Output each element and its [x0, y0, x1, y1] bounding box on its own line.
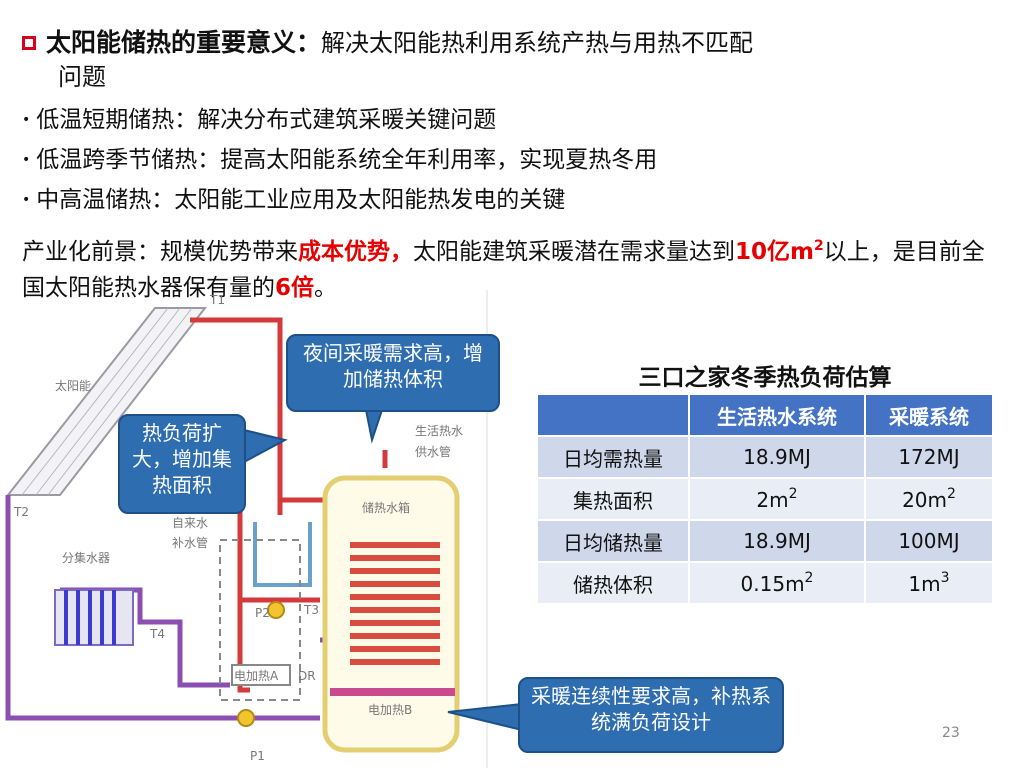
list-item: •低温跨季节储热：提高太阳能系统全年利用率，实现夏热冬用: [22, 147, 658, 173]
solar-heating-system-diagram: 太阳能 T1 T2 T3 T4 生活热水 供水管 储热水箱 自来水 补水管 分集…: [5, 290, 488, 768]
table-cell: 0.15m2: [688, 561, 866, 605]
label-t3: T3: [303, 603, 319, 617]
table-row: 储热体积 0.15m2 1m3: [536, 561, 994, 605]
label-p1: P1: [250, 749, 265, 763]
pump-p2-icon: [267, 601, 285, 619]
list-item: •低温短期储热：解决分布式建筑采暖关键问题: [22, 107, 497, 133]
highlight-demand-superscript: 2: [813, 238, 824, 254]
label-p2: P2: [255, 606, 270, 620]
dot-bullet-icon: •: [22, 192, 31, 208]
table-cell: 1m3: [864, 561, 994, 605]
control-unit-box: [219, 539, 301, 701]
label-tank: 储热水箱: [362, 500, 410, 515]
table-header-row: 生活热水系统 采暖系统: [536, 393, 994, 437]
heat-load-table: 生活热水系统 采暖系统 日均需热量 18.9MJ 172MJ 集热面积 2m2 …: [536, 393, 994, 605]
manifold: [54, 589, 134, 646]
industrialization-paragraph: 产业化前景：规模优势带来成本优势，太阳能建筑采暖潜在需求量达到10亿m2以上，是…: [22, 238, 985, 301]
label-t1: T1: [209, 293, 225, 307]
row-label: 储热体积: [536, 561, 690, 605]
table-header-cell: [536, 393, 690, 437]
label-heater-a: 电加热A: [234, 669, 279, 683]
label-t4: T4: [149, 627, 165, 641]
label-t2: T2: [13, 505, 29, 519]
row-label: 日均储热量: [536, 519, 690, 563]
dot-bullet-icon: •: [22, 152, 31, 168]
label-heater-b: 电加热B: [368, 703, 412, 717]
label-tap-water: 自来水: [172, 516, 208, 530]
table-title: 三口之家冬季热负荷估算: [638, 365, 892, 391]
tap-water-pipe: [253, 522, 312, 587]
table-header-cell: 采暖系统: [864, 393, 994, 437]
callout-night-heating: 夜间采暖需求高，增加储热体积: [286, 334, 500, 412]
solar-collector: [5, 307, 208, 496]
label-manifold: 分集水器: [62, 550, 110, 565]
page-number: 23: [942, 725, 960, 741]
dot-bullet-icon: •: [22, 112, 31, 128]
row-label: 日均需热量: [536, 435, 690, 479]
list-item: •中高温储热：太阳能工业应用及太阳能热发电的关键: [22, 187, 566, 213]
table-cell: 172MJ: [864, 435, 994, 479]
square-bullet-icon: [22, 36, 36, 50]
highlight-multiple: 6倍: [275, 275, 315, 301]
heading-description: 解决太阳能热利用系统产热与用热不匹配: [321, 29, 754, 57]
table-cell: 18.9MJ: [688, 519, 866, 563]
heading-title: 太阳能储热的重要意义：: [46, 28, 322, 57]
table-cell: 2m2: [688, 477, 866, 521]
table-cell: 18.9MJ: [688, 435, 866, 479]
pump-p1-icon: [237, 709, 255, 727]
label-supply-pipe: 供水管: [415, 444, 451, 459]
label-dr: DR: [298, 669, 316, 683]
highlight-demand: 10亿m: [735, 239, 814, 265]
callout-expand-collector: 热负荷扩大，增加集热面积: [118, 414, 246, 514]
label-solar: 太阳能: [55, 378, 91, 393]
label-hot-water-supply: 生活热水: [415, 424, 463, 438]
table-row: 日均储热量 18.9MJ 100MJ: [536, 519, 994, 563]
table-cell: 100MJ: [864, 519, 994, 563]
callout-continuity: 采暖连续性要求高，补热系统满负荷设计: [518, 677, 784, 753]
table-row: 日均需热量 18.9MJ 172MJ: [536, 435, 994, 479]
heater-a-box: [231, 664, 291, 686]
table-header-cell: 生活热水系统: [688, 393, 866, 437]
table-row: 集热面积 2m2 20m2: [536, 477, 994, 521]
row-label: 集热面积: [536, 477, 690, 521]
label-makeup-pipe: 补水管: [172, 535, 208, 550]
heading: 太阳能储热的重要意义：解决太阳能热利用系统产热与用热不匹配 问题: [22, 26, 1002, 94]
table-cell: 20m2: [864, 477, 994, 521]
bullet-list: •低温短期储热：解决分布式建筑采暖关键问题 •低温跨季节储热：提高太阳能系统全年…: [22, 100, 1002, 220]
heading-description-continued: 问题: [58, 63, 106, 91]
storage-tank: [322, 475, 460, 753]
highlight-cost-advantage: 成本优势，: [298, 239, 413, 265]
